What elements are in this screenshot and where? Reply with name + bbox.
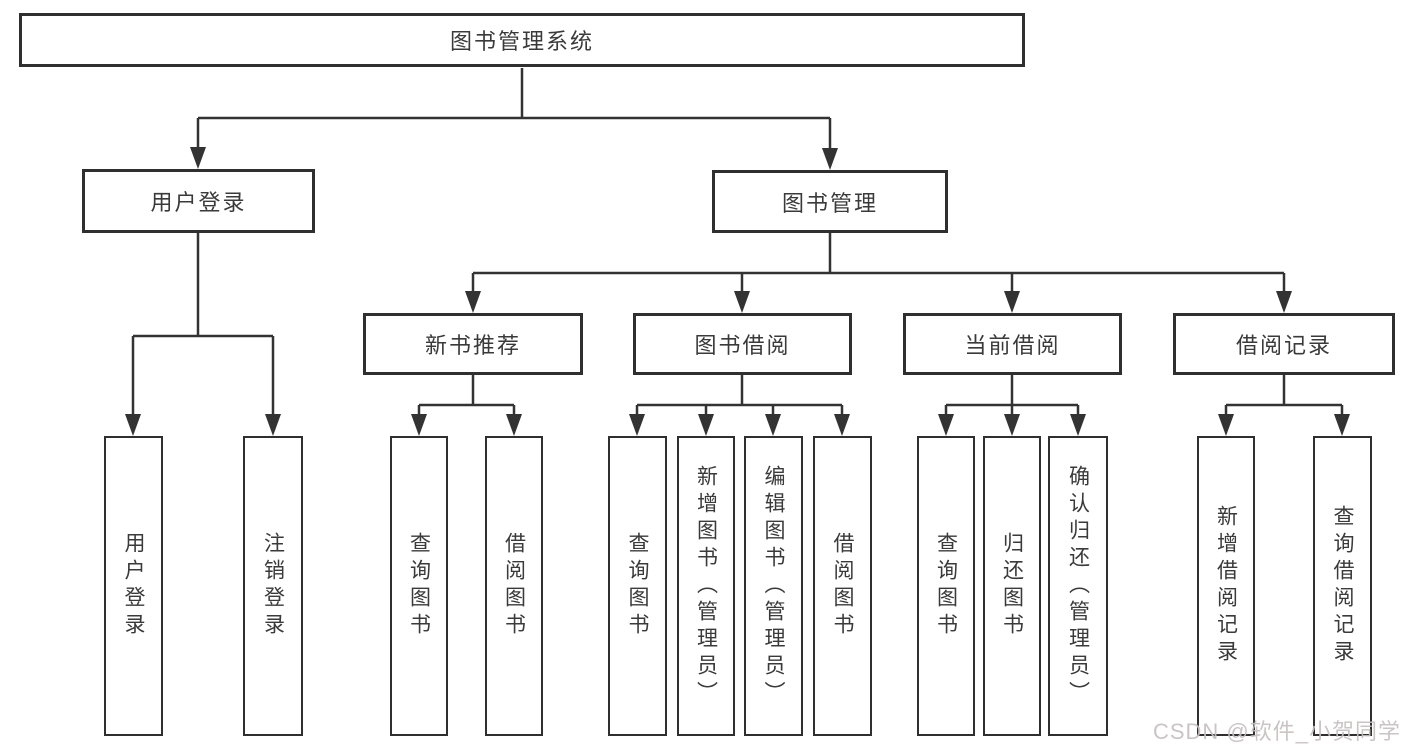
leaf-add-borrow-record: 新增借阅记录 <box>1197 436 1255 736</box>
leaf-query-borrow-record-label: 查询借阅记录 <box>1331 505 1354 667</box>
node-current-borrowing-label: 当前借阅 <box>964 333 1061 358</box>
leaf-query-book-current: 查询图书 <box>917 436 975 736</box>
leaf-confirm-return-admin: 确认归还（管理员） <box>1048 436 1108 736</box>
node-book-management-branch: 图书管理 <box>712 170 948 233</box>
leaf-edit-book-admin: 编辑图书（管理员） <box>744 436 803 736</box>
node-book-borrowing-label: 图书借阅 <box>694 333 791 358</box>
node-new-book-recommend-label: 新书推荐 <box>424 333 521 358</box>
node-book-borrowing: 图书借阅 <box>633 313 852 375</box>
node-borrowing-records-label: 借阅记录 <box>1235 333 1332 358</box>
leaf-return-book: 归还图书 <box>983 436 1041 736</box>
csdn-watermark: CSDN @软件_小贺同学 <box>1152 719 1401 744</box>
leaf-edit-book-admin-label: 编辑图书（管理员） <box>762 464 785 708</box>
leaf-logout-label: 注销登录 <box>261 532 285 640</box>
leaf-user-login: 用户登录 <box>104 436 163 736</box>
leaf-query-book-current-label: 查询图书 <box>934 532 958 640</box>
leaf-logout: 注销登录 <box>243 436 303 736</box>
node-borrowing-records: 借阅记录 <box>1173 313 1395 375</box>
leaf-query-borrow-record: 查询借阅记录 <box>1313 436 1372 736</box>
leaf-borrow-book-label: 借阅图书 <box>831 532 854 640</box>
leaf-user-login-label: 用户登录 <box>122 532 145 640</box>
node-current-borrowing: 当前借阅 <box>903 313 1122 375</box>
leaf-add-borrow-record-label: 新增借阅记录 <box>1214 505 1238 667</box>
node-user-login-branch-label: 用户登录 <box>150 190 247 215</box>
node-root-system: 图书管理系统 <box>19 13 1025 67</box>
leaf-borrow-book: 借阅图书 <box>813 436 872 736</box>
leaf-query-book-borrowing-label: 查询图书 <box>626 532 649 640</box>
node-root-label: 图书管理系统 <box>449 29 594 54</box>
node-user-login-branch: 用户登录 <box>82 169 315 233</box>
leaf-add-book-admin: 新增图书（管理员） <box>677 436 735 736</box>
leaf-query-book-recommend: 查询图书 <box>390 436 448 736</box>
leaf-return-book-label: 归还图书 <box>1000 532 1024 640</box>
leaf-add-book-admin-label: 新增图书（管理员） <box>694 464 718 708</box>
leaf-query-book-borrowing: 查询图书 <box>608 436 667 736</box>
leaf-confirm-return-admin-label: 确认归还（管理员） <box>1066 464 1090 708</box>
node-new-book-recommend: 新书推荐 <box>363 313 583 375</box>
leaf-query-book-recommend-label: 查询图书 <box>407 532 431 640</box>
leaf-borrow-book-recommend: 借阅图书 <box>485 436 543 736</box>
node-book-management-label: 图书管理 <box>781 190 878 216</box>
leaf-borrow-book-recommend-label: 借阅图书 <box>502 532 526 640</box>
